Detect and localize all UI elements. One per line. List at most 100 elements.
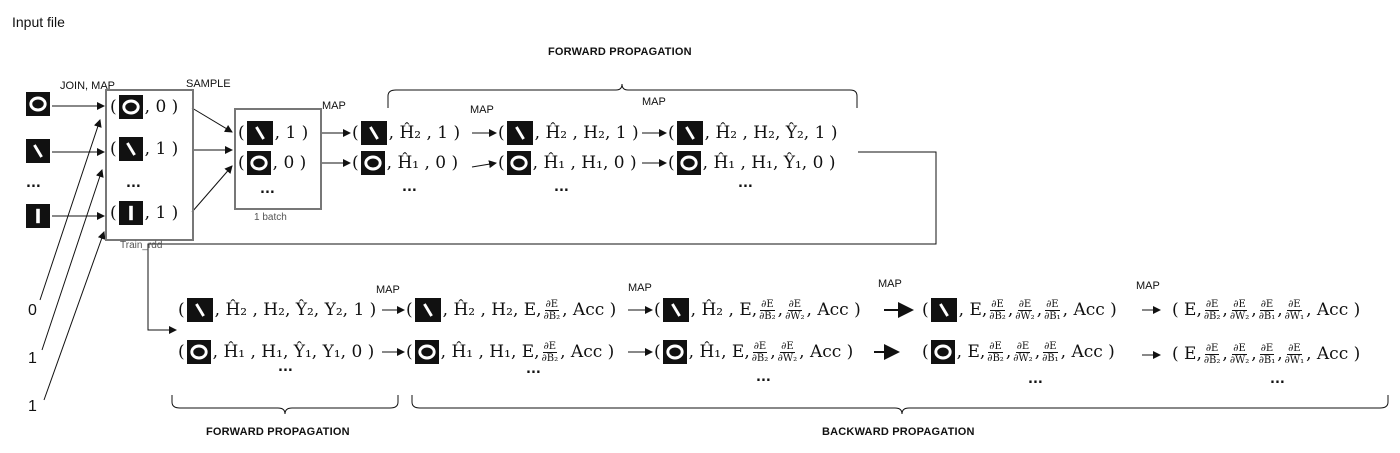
label-map-3: MAP xyxy=(642,96,666,108)
fraction-numerator: ∂E xyxy=(760,298,775,311)
batch-box xyxy=(234,108,322,210)
mnist-one-icon xyxy=(118,137,143,161)
acc-term: Acc ) xyxy=(1073,300,1117,320)
fraction-numerator: ∂E xyxy=(1204,342,1220,355)
stage4-row: (, Ĥ₁ , H₁, Ŷ₁, Y₁, 0 ) xyxy=(178,339,374,365)
brace-backward-bottom xyxy=(411,395,1389,415)
fraction-numerator: ∂E xyxy=(544,298,560,311)
fraction-numerator: ∂E xyxy=(752,340,768,353)
error-term: E, xyxy=(739,300,758,320)
mnist-one-icon xyxy=(662,298,689,322)
fraction-numerator: ∂E xyxy=(1287,342,1302,355)
fraction-de-dw2: ∂E∂W₂ xyxy=(1012,341,1033,364)
acc-term: Acc ) xyxy=(809,342,854,362)
fraction-numerator: ∂E xyxy=(988,340,1003,353)
ellipsis: ... xyxy=(756,370,771,385)
error-term: E, xyxy=(967,342,986,362)
mnist-one-icon xyxy=(414,298,441,322)
fraction-de-db1: ∂E∂B₁ xyxy=(1043,299,1062,322)
fraction-denominator: ∂B₂ xyxy=(541,352,559,364)
stage3-row: (, Ĥ₁ , H₁, Ŷ₁, 0 ) xyxy=(668,150,835,176)
stage1-text: Ĥ₂ , 1 ) xyxy=(399,123,461,143)
acc-term: Acc ) xyxy=(572,300,617,320)
stage4-text: Ĥ₂ , H₂, Ŷ₂, Y₂, 1 ) xyxy=(225,300,377,320)
stage3-row: (, Ĥ₂ , H₂, Ŷ₂, 1 ) xyxy=(668,120,837,146)
fraction-denominator: ∂B₂ xyxy=(1203,354,1221,366)
mnist-zero-icon xyxy=(930,340,955,364)
mnist-zero-icon xyxy=(118,95,143,119)
label-join-map: JOIN, MAP xyxy=(60,80,116,92)
fraction-denominator: ∂B₂ xyxy=(987,352,1004,364)
acc-term: Acc ) xyxy=(817,300,861,320)
backward3-row: (, E,∂E∂B₂,∂E∂W₂,∂E∂B₁, Acc ) xyxy=(922,298,1117,322)
fraction-denominator: ∂B₁ xyxy=(1258,310,1276,322)
backward2-row: (, Ĥ₁, E,∂E∂B₂,∂E∂W₂, Acc ) xyxy=(654,340,854,364)
label-map-4: MAP xyxy=(376,284,400,296)
stage1-row: (, Ĥ₁ , 0 ) xyxy=(352,150,458,176)
label-map-2: MAP xyxy=(470,104,494,116)
ellipsis: ... xyxy=(402,180,417,195)
backward1-row: (, Ĥ₂ , H₂, E,∂E∂B₂, Acc ) xyxy=(406,298,617,322)
rdd-row-text: , 0 ) xyxy=(144,97,179,117)
batch-row-text: , 0 ) xyxy=(272,153,307,173)
input-label: 1 xyxy=(28,350,37,367)
fraction-de-db1: ∂E∂B₁ xyxy=(1258,343,1277,366)
error-term: E, xyxy=(969,300,988,320)
error-term: E, xyxy=(523,300,542,320)
label-one-batch: 1 batch xyxy=(254,212,287,223)
error-term: E, xyxy=(1184,344,1202,364)
batch-row: (, 0 ) xyxy=(238,150,306,176)
mnist-zero-icon xyxy=(506,151,531,175)
mnist-zero-icon xyxy=(186,340,211,364)
label-map-1: MAP xyxy=(322,100,346,112)
fraction-de-db2: ∂E∂B₂ xyxy=(541,341,560,364)
fraction-de-db2: ∂E∂B₂ xyxy=(988,299,1007,322)
train-rdd-box xyxy=(105,89,194,241)
fraction-de-dw2: ∂E∂W₂ xyxy=(1229,299,1250,322)
mnist-zero-icon xyxy=(662,340,687,364)
ellipsis: ... xyxy=(1270,372,1285,387)
stage2-row: (, Ĥ₁ , H₁, 0 ) xyxy=(498,150,637,176)
label-map-6: MAP xyxy=(878,278,902,290)
stage3-text: Ĥ₂ , H₂, Ŷ₂, 1 ) xyxy=(715,123,838,143)
stage2-row: (, Ĥ₂ , H₂, 1 ) xyxy=(498,120,639,146)
fraction-denominator: ∂B₂ xyxy=(543,310,561,322)
stage2-text: Ĥ₂ , H₂, 1 ) xyxy=(545,123,639,143)
fraction-numerator: ∂E xyxy=(787,298,803,311)
mnist-zero-icon xyxy=(676,151,701,175)
rdd-row-text: , 1 ) xyxy=(144,139,179,159)
arrow-sample-c xyxy=(191,165,233,213)
fraction-denominator: ∂B₂ xyxy=(751,352,769,364)
input-label: 0 xyxy=(28,302,37,319)
arrow-sample-a xyxy=(191,107,233,133)
rdd-row-text: , 1 ) xyxy=(144,203,179,223)
input-label: 1 xyxy=(28,398,37,415)
label-train-rdd: Train_rdd xyxy=(120,240,163,251)
ellipsis: ... xyxy=(526,362,541,377)
acc-term: Acc ) xyxy=(1316,344,1361,364)
stage1-row: (, Ĥ₂ , 1 ) xyxy=(352,120,460,146)
fraction-numerator: ∂E xyxy=(1287,298,1302,311)
backward4-row: ( E,∂E∂B₂,∂E∂W₂,∂E∂B₁,∂E∂W₁, Acc ) xyxy=(1172,298,1361,322)
ellipsis: ... xyxy=(278,360,293,375)
error-term: E, xyxy=(1184,300,1202,320)
fraction-denominator: ∂B₂ xyxy=(759,310,776,322)
acc-term: Acc ) xyxy=(570,342,615,362)
fraction-denominator: ∂W₂ xyxy=(785,310,805,322)
ellipsis: ... xyxy=(554,180,569,195)
mnist-one-icon xyxy=(676,121,703,145)
label-backward-propagation: BACKWARD PROPAGATION xyxy=(822,426,975,438)
backward2-row: (, Ĥ₂ , E,∂E∂B₂,∂E∂W₂, Acc ) xyxy=(654,298,861,322)
backward3-row: (, E,∂E∂B₂,∂E∂W₂,∂E∂B₁, Acc ) xyxy=(922,340,1115,364)
fraction-de-db1: ∂E∂B₁ xyxy=(1258,299,1277,322)
arrow-label0-to-rdd xyxy=(39,119,102,301)
fraction-denominator: ∂W₂ xyxy=(1229,310,1250,322)
fraction-denominator: ∂W₂ xyxy=(1015,310,1035,322)
fraction-numerator: ∂E xyxy=(1045,298,1060,311)
mnist-zero-icon xyxy=(414,340,439,364)
mnist-one-icon xyxy=(930,298,957,322)
rdd-row: (, 1 ) xyxy=(110,136,178,162)
mnist-zero-icon xyxy=(360,151,385,175)
mnist-one-icon xyxy=(246,121,273,145)
